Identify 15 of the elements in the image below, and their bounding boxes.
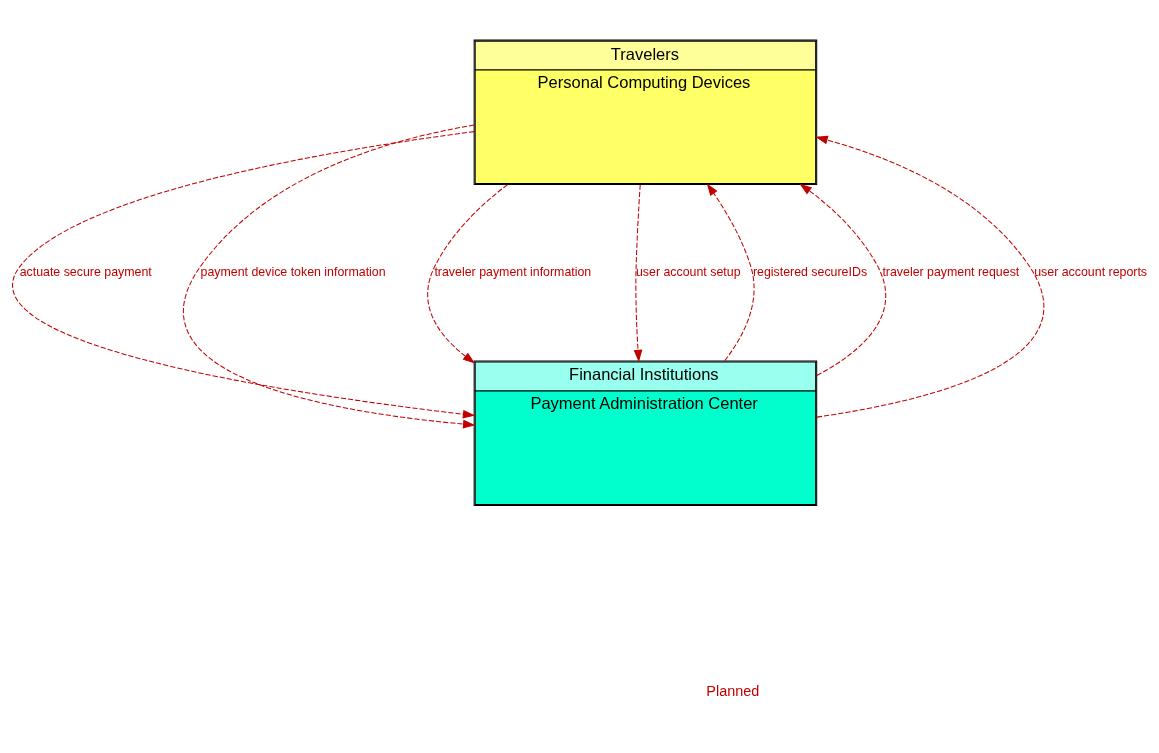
edge-label: user account setup <box>635 264 741 279</box>
arrow <box>12 130 476 418</box>
legend-label: Planned <box>706 682 760 699</box>
arrow <box>633 183 643 362</box>
edge-label: registered secureIDs <box>752 264 868 279</box>
edge-label: traveler payment request <box>882 264 1020 279</box>
edge-label: payment device token information <box>200 264 386 279</box>
arrow <box>182 124 476 428</box>
arrow <box>815 135 1045 418</box>
arrow <box>799 183 887 376</box>
edge-label: actuate secure payment <box>19 264 152 279</box>
edge-label: traveler payment information <box>434 264 592 279</box>
arrow <box>706 182 755 361</box>
edge-label: user account reports <box>1034 264 1148 279</box>
arrow <box>427 183 509 364</box>
